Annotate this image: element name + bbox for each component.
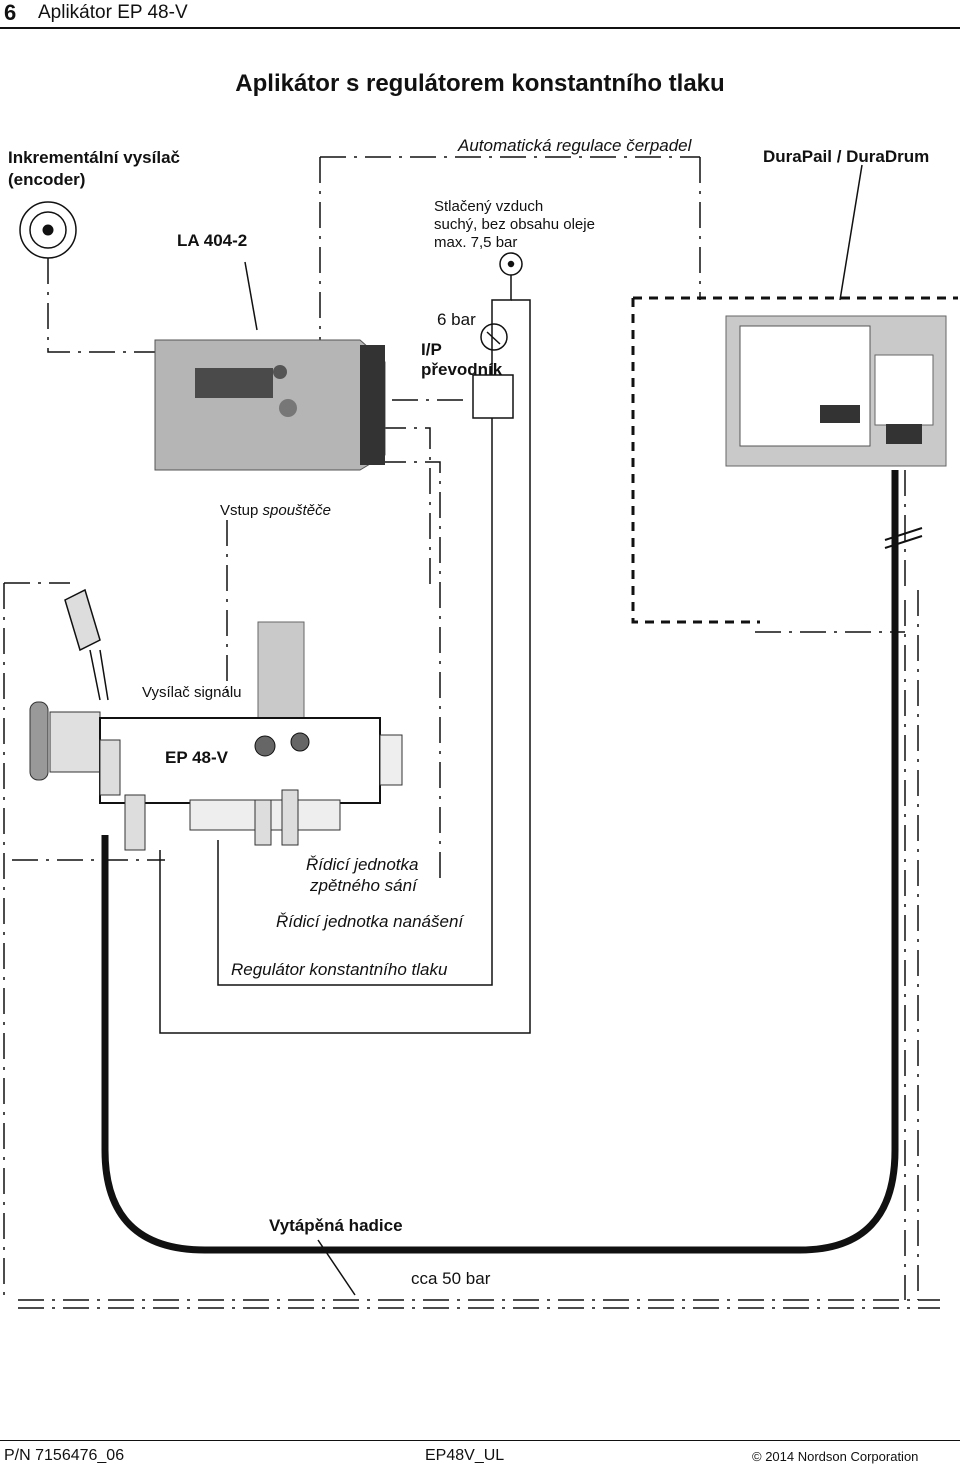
air-label-line1: Stlačený vzduch <box>434 198 544 215</box>
auto-regulation-label: Automatická regulace čerpadel <box>458 136 692 155</box>
pressure-line <box>217 418 493 986</box>
doc-code: EP48V_UL <box>425 1447 505 1464</box>
ip-label-line2: převodník <box>421 360 503 379</box>
header-rule <box>0 27 960 29</box>
trigger-input-label: Vstup spouštěče <box>220 502 331 519</box>
air-label-line2: suchý, bez obsahu oleje <box>434 216 595 233</box>
encoder-label-line2: (encoder) <box>8 170 86 189</box>
application-unit-label: Řídicí jednotka nanášení <box>276 912 464 931</box>
page-number: 6 <box>4 0 17 25</box>
part-number: P/N 7156476_06 <box>4 1447 125 1464</box>
copyright: © 2014 Nordson Corporation <box>752 1449 919 1464</box>
page-title: Aplikátor s regulátorem konstantního tla… <box>235 70 725 97</box>
footer-rule <box>0 1440 960 1441</box>
durapail-leader <box>839 164 863 301</box>
ip-label-line1: I/P <box>421 340 442 359</box>
running-header-title: Aplikátor EP 48-V <box>38 2 188 23</box>
six-bar-label: 6 bar <box>437 310 476 329</box>
air-line <box>159 299 531 1034</box>
durapail-boundary <box>631 296 958 624</box>
hose-pressure-label: cca 50 bar <box>411 1269 491 1288</box>
la404-leader <box>244 261 258 331</box>
suckback-label-line1: Řídicí jednotka <box>306 855 419 874</box>
encoder-icon <box>19 201 77 259</box>
ep48v-applicator <box>29 621 403 851</box>
trigger-connector <box>64 588 109 701</box>
ep48v-label: EP 48-V <box>165 748 229 767</box>
pressure-gauge-icon <box>480 323 508 351</box>
encoder-label-line1: Inkrementální vysílač <box>8 148 180 167</box>
durapail-label: DuraPail / DuraDrum <box>763 147 930 166</box>
control-signal-lines <box>3 156 940 1309</box>
durapail-control-panel <box>725 315 947 467</box>
air-label-line3: max. 7,5 bar <box>434 234 518 251</box>
la404-controller <box>154 339 386 471</box>
ip-converter-box <box>472 374 514 419</box>
pressure-regulator-label: Regulátor konstantního tlaku <box>231 960 448 979</box>
la404-label: LA 404-2 <box>177 231 248 250</box>
heated-hose <box>101 470 899 1254</box>
suckback-label-line2: zpětného sání <box>310 876 417 895</box>
heated-hose-label: Vytápěná hadice <box>269 1216 403 1235</box>
signal-sender-label: Vysílač signálu <box>142 684 242 701</box>
